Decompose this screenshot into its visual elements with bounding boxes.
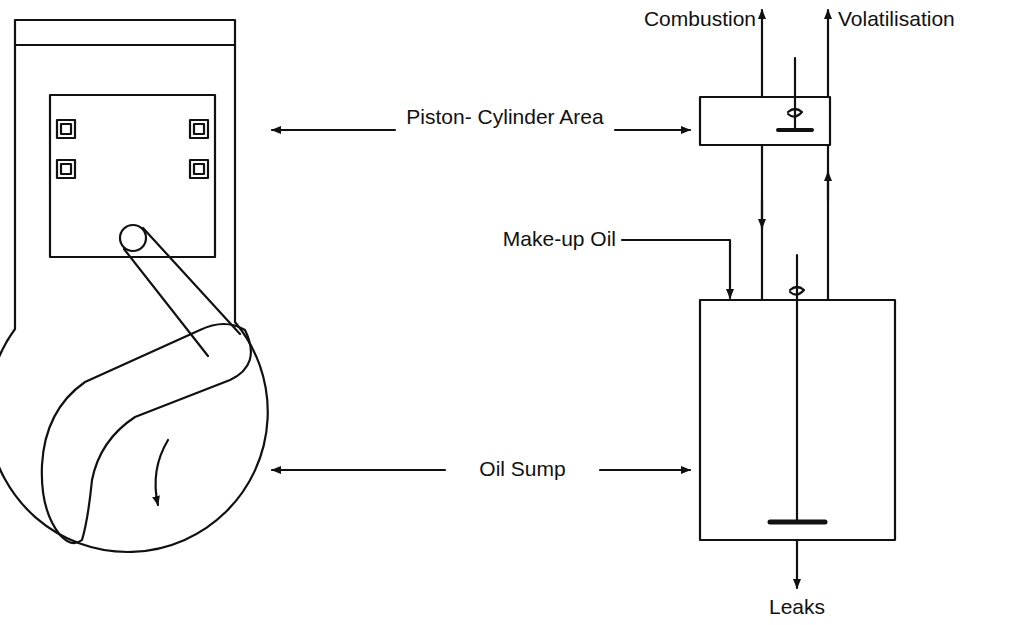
stirrer-symbol [770,255,825,522]
pointer-arrow [272,469,445,471]
cylinder-head [15,44,235,46]
connecting-rod [124,228,240,356]
crankshaft [42,324,251,543]
cylinder-tank [700,97,830,145]
flow-line [761,145,763,300]
makeup-arrow [622,240,730,298]
output-label: Volatilisation [838,6,1008,32]
flow-arrow [761,10,763,97]
output-label: Combustion [596,6,756,32]
stirrer-symbol [778,58,812,130]
piston-rings [57,120,208,178]
output-label: Leaks [737,594,857,620]
flow-arrow [761,200,763,228]
pointer-arrow [615,129,690,131]
flow-arrow [827,172,829,200]
flow-arrow [796,540,798,588]
piston [50,95,215,257]
piston-pin [120,225,146,251]
part-label: Oil Sump [450,456,595,482]
flow-arrow [827,10,829,97]
flow-line [827,145,829,300]
engine-housing [0,20,268,552]
pointer-arrow [272,129,395,131]
rotation-arrow [156,440,168,505]
part-label: Piston- Cylinder Area [405,104,605,130]
input-label: Make-up Oil [448,226,616,252]
pointer-arrow [600,469,690,471]
